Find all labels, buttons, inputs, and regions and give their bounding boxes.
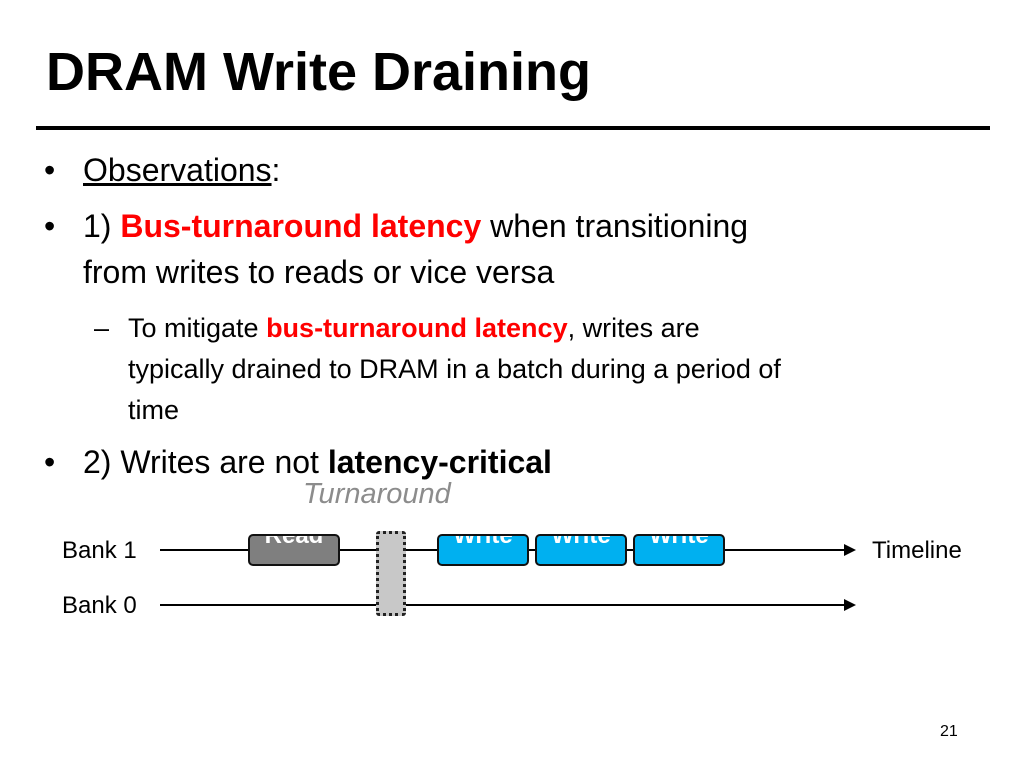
- write-op-box-3: Write: [633, 534, 725, 566]
- read-op-label: Read: [264, 534, 324, 549]
- bullet-prefix: 2) Writes are not: [83, 444, 328, 480]
- bullet-line2: from writes to reads or vice versa: [83, 254, 555, 290]
- write-op-box-1: Write: [437, 534, 529, 566]
- title-divider: [36, 126, 990, 130]
- sub-line1-rest: , writes are: [567, 313, 700, 343]
- read-op-box: Read: [248, 534, 340, 566]
- bullet-marker: •: [44, 444, 56, 480]
- sub-bullet-line2: typically drained to DRAM in a batch dur…: [128, 354, 781, 384]
- bank-1-arrow-head: [844, 544, 856, 556]
- bullet-prefix: 1): [83, 208, 121, 244]
- timeline-label: Timeline: [872, 537, 962, 564]
- turnaround-period-box: [376, 531, 406, 616]
- bullet-line1-rest: when transitioning: [481, 208, 749, 244]
- observations-label: Observations: [83, 152, 272, 188]
- page-number: 21: [940, 723, 958, 740]
- write-op-box-2: Write: [535, 534, 627, 566]
- bank-0-arrow-head: [844, 599, 856, 611]
- write-op-label: Write: [453, 534, 513, 549]
- bullet-text: 2) Writes are not latency-critical: [83, 442, 552, 482]
- bullet-marker: •: [44, 208, 56, 244]
- latency-critical-bold: latency-critical: [327, 444, 552, 480]
- bank-0-timeline-arrow: [160, 604, 846, 606]
- sub-prefix: To mitigate: [128, 313, 267, 343]
- observations-suffix: :: [271, 152, 281, 188]
- bank-1-label: Bank 1: [62, 537, 137, 564]
- bullet-text: Observations:: [83, 150, 280, 190]
- sub-bullet-line3: time: [128, 395, 180, 425]
- sub-bullet-line1: To mitigate bus-turnaround latency, writ…: [128, 308, 700, 349]
- bus-turnaround-highlight: Bus-turnaround latency: [120, 208, 482, 244]
- write-op-label: Write: [649, 534, 709, 549]
- slide-title: DRAM Write Draining: [46, 42, 592, 102]
- sub-bullet-marker: –: [94, 313, 110, 343]
- turnaround-label: Turnaround: [303, 478, 451, 510]
- bullet-text: 1) Bus-turnaround latency when transitio…: [83, 206, 748, 246]
- bullet-marker: •: [44, 152, 56, 188]
- sub-highlight: bus-turnaround latency: [266, 313, 568, 343]
- bank-0-label: Bank 0: [62, 592, 137, 619]
- write-op-label: Write: [551, 534, 611, 549]
